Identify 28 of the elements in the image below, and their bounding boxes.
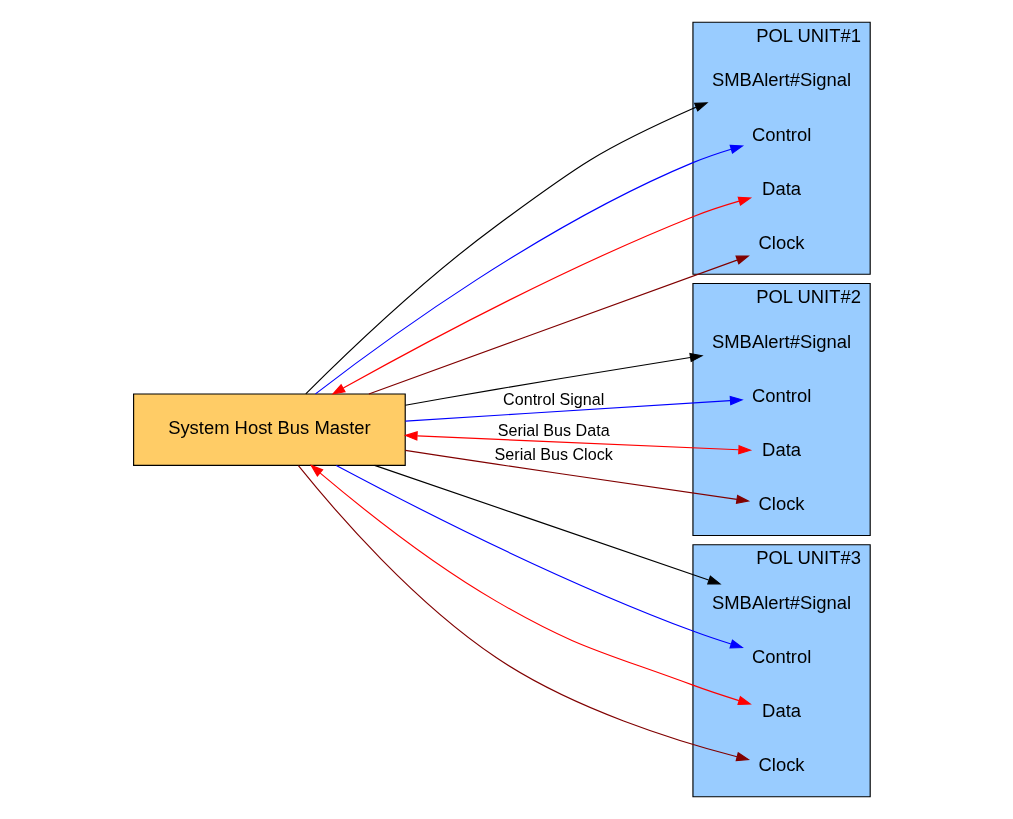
node-text: SMBAlert#Signal xyxy=(712,591,852,613)
arrow xyxy=(404,352,704,406)
node-text: Data xyxy=(762,700,802,722)
node-text: Data xyxy=(762,177,802,199)
node-text: Clock xyxy=(758,492,805,514)
arrow xyxy=(314,144,745,395)
arrow xyxy=(305,102,709,395)
arrow xyxy=(404,449,751,505)
node-text: SMBAlert#Signal xyxy=(712,69,852,91)
arrow xyxy=(309,464,752,706)
arrow xyxy=(374,464,722,585)
edge-label: Serial Bus Data xyxy=(497,420,610,439)
node-text: Control xyxy=(751,123,812,145)
node-text: Clock xyxy=(758,754,805,776)
arrow xyxy=(335,464,744,649)
arrow xyxy=(403,431,753,455)
node-box: System Host Bus Master xyxy=(133,393,406,466)
arrow xyxy=(297,465,751,762)
node-text: Control xyxy=(751,646,812,668)
edge-label: Serial Bus Clock xyxy=(494,444,613,463)
node-text: SMBAlert#Signal xyxy=(712,330,852,352)
node-text: Clock xyxy=(758,231,805,253)
node-text: Control xyxy=(751,384,812,406)
edge-label: Control Signal xyxy=(503,389,605,408)
node-text: Data xyxy=(762,438,802,460)
arrow xyxy=(404,395,744,422)
arrow xyxy=(331,196,753,395)
arrow xyxy=(368,255,750,395)
